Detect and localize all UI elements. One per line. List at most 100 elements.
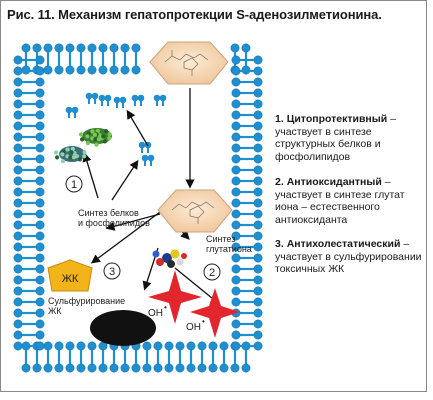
same-hexagon-top [149, 41, 229, 85]
phospholipid-head [13, 220, 23, 230]
arrow-to-synthesis-proteins [105, 213, 161, 231]
phospholipid-head [253, 264, 263, 274]
label-synthesis-glutathione-2: глутатиона [206, 244, 252, 254]
phospholipid-head [54, 341, 64, 351]
phospholipid-head [13, 154, 23, 164]
phospholipid-head [186, 363, 196, 373]
phospholipid-head [253, 143, 263, 153]
phospholipid-head [35, 242, 45, 252]
phospholipid-head [109, 65, 119, 75]
figure-title: Рис. 11. Механизм гепатопротекции S-аден… [7, 7, 382, 22]
mechanism-3-title: 3. Антихолестатический [275, 238, 401, 250]
phospholipid-head [231, 121, 241, 131]
phospholipid-head [231, 286, 241, 296]
phospholipid-head [231, 154, 241, 164]
phospholipid-head [13, 209, 23, 219]
phospholipid-head [87, 363, 97, 373]
phospholipid-head [231, 88, 241, 98]
phospholipid-head [35, 121, 45, 131]
phospholipid-head [13, 198, 23, 208]
phospholipid-head [153, 341, 163, 351]
mechanism-1-title: 1. Цитопротективный [275, 113, 388, 125]
phospholipid-head [35, 341, 45, 351]
phospholipid-head [13, 319, 23, 329]
phospholipid-head [65, 341, 75, 351]
phospholipid-head [32, 43, 42, 53]
phospholipid-head [253, 55, 263, 65]
mechanism-2: 2. Антиоксидантный – участвует в синтезе… [275, 176, 405, 226]
phospholipid-head [253, 187, 263, 197]
phospholipid-head [35, 132, 45, 142]
mechanism-3-desc: участвует в сульфурировании токсичных ЖК [275, 250, 422, 276]
mechanism-3: 3. Антихолестатический – участвует в сул… [275, 238, 422, 276]
phospholipid-head [13, 165, 23, 175]
phospholipid-head [253, 198, 263, 208]
phospholipid-head [253, 319, 263, 329]
phospholipid-head [98, 43, 108, 53]
phospholipid-head [175, 363, 185, 373]
phospholipid-head [43, 341, 53, 351]
protein-fragments [65, 92, 167, 166]
phospholipid-head [241, 43, 251, 53]
glutathione-molecule-icon [152, 249, 187, 268]
phospholipid-head [13, 66, 23, 76]
mechanism-2-title: 2. Антиоксидантный [275, 176, 382, 188]
phospholipid-head [87, 65, 97, 75]
phospholipid-head [253, 176, 263, 186]
phospholipid-head [253, 99, 263, 109]
phospholipid-head [13, 297, 23, 307]
phospholipid-head [109, 363, 119, 373]
phospholipid-head [76, 43, 86, 53]
svg-text:•: • [164, 303, 167, 312]
phospholipid-head [43, 363, 53, 373]
label-synthesis-proteins-1: Синтез белков [78, 208, 139, 218]
phospholipid-head [197, 363, 207, 373]
phospholipid-head [13, 88, 23, 98]
phospholipid-head [21, 363, 31, 373]
phospholipid-head [253, 88, 263, 98]
phospholipid-head [231, 330, 241, 340]
phospholipid-head [35, 319, 45, 329]
fatty-acid-label: ЖК [62, 273, 79, 285]
phospholipid-head [13, 176, 23, 186]
phospholipid-head [231, 165, 241, 175]
phospholipid-head [35, 330, 45, 340]
label-synthesis-glutathione-1: Синтез [206, 234, 235, 244]
phospholipid-head [164, 363, 174, 373]
phospholipid-head [13, 77, 23, 87]
phospholipid-head [13, 99, 23, 109]
phospholipid-head [13, 264, 23, 274]
phospholipid-head [43, 43, 53, 53]
arrow-to-fatty-acid [90, 211, 161, 264]
phospholipid-head [253, 66, 263, 76]
arrow-to-lipid-molecule [82, 152, 99, 199]
phospholipid-head [253, 165, 263, 175]
phospholipid-head [175, 341, 185, 351]
phospholipid-head [131, 65, 141, 75]
phospholipid-head [231, 77, 241, 87]
phospholipid-head [231, 341, 241, 351]
phospholipid-head [65, 65, 75, 75]
phospholipid-head [35, 275, 45, 285]
phospholipid-head [253, 231, 263, 241]
phospholipid-head [231, 66, 241, 76]
phospholipid-head [208, 363, 218, 373]
phospholipid-head [253, 154, 263, 164]
svg-text:OH: OH [148, 308, 163, 319]
fatty-acid-pentagon: ЖК [47, 259, 93, 292]
phospholipid-head [253, 253, 263, 263]
phospholipid-head [13, 55, 23, 65]
marker-2: 2 [203, 263, 221, 281]
radical-label-left: OH • [148, 303, 167, 319]
phospholipid-head [13, 110, 23, 120]
structural-formula-icon [164, 50, 209, 76]
cell-nucleus [90, 310, 156, 346]
phospholipid-head [13, 286, 23, 296]
phospholipid-head [32, 363, 42, 373]
mechanism-1-desc: участвует в синтезе структурных белков и… [275, 125, 381, 163]
phospholipid-head [35, 286, 45, 296]
phospholipid-head [35, 88, 45, 98]
phospholipid-head [54, 363, 64, 373]
hydroxyl-radical-right [190, 288, 240, 338]
